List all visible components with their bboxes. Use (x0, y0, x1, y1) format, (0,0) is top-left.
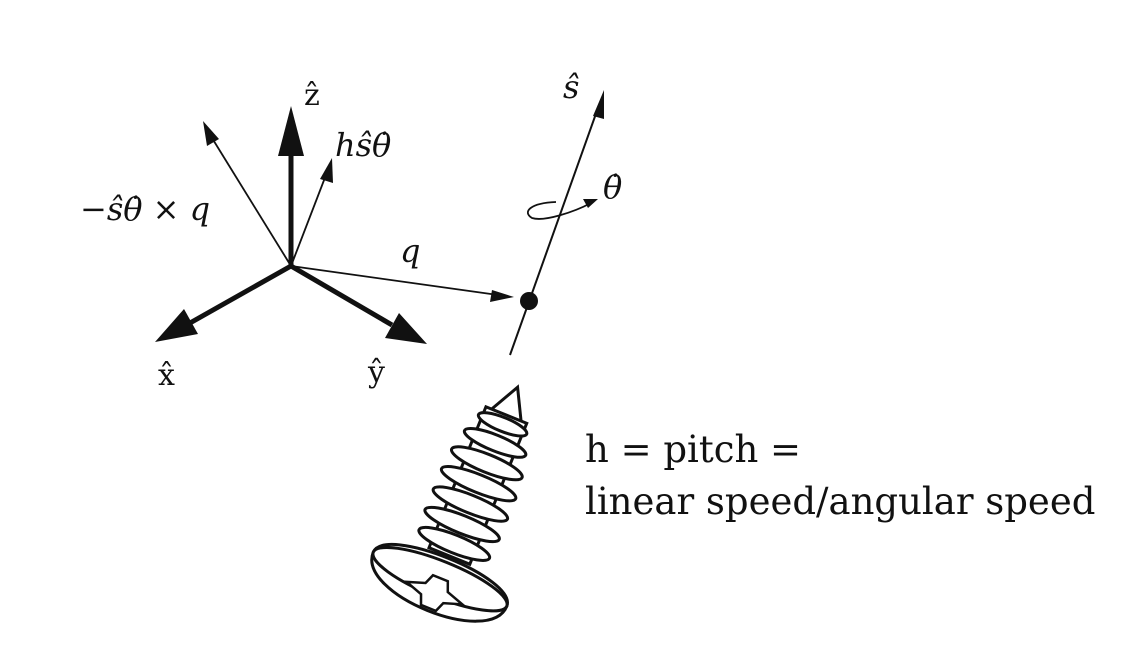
q-arrowhead (490, 290, 514, 302)
axis-point (520, 292, 538, 310)
q-vector (290, 265, 499, 296)
z-axis-label: ẑ (304, 78, 320, 113)
cross-product-vector (211, 137, 292, 267)
screw-axis (509, 90, 604, 356)
labels: ẑ x̂ ŷ ŝ θ̇ q −ŝθ̇ × q hŝθ̇ (80, 68, 622, 393)
q-label: q (400, 232, 420, 270)
x-axis (188, 263, 293, 326)
theta-dot-label: θ̇ (603, 168, 622, 206)
coordinate-frame (155, 106, 514, 344)
caption: h = pitch = linear speed/angular speed (585, 428, 1095, 523)
screw-axis-arrowhead (593, 90, 604, 119)
x-axis-label: x̂ (158, 358, 175, 393)
caption-line-2: linear speed/angular speed (585, 480, 1095, 523)
z-axis-arrowhead (278, 106, 304, 156)
rotation-arrowhead (583, 199, 598, 208)
s-axis-label: ŝ (563, 68, 579, 106)
screw-axis-line (509, 107, 599, 356)
x-axis-arrowhead (155, 309, 198, 342)
y-axis (289, 263, 394, 328)
screw-threads (417, 411, 529, 562)
pitch-vector (290, 174, 327, 267)
screw-icon (370, 384, 529, 623)
y-axis-label: ŷ (367, 355, 385, 390)
cross-product-label: −ŝθ̇ × q (80, 190, 210, 228)
pitch-arrowhead (320, 158, 333, 183)
y-axis-arrowhead (385, 313, 427, 344)
rotation-arrow (526, 201, 592, 220)
cross-product-arrowhead (203, 121, 219, 146)
caption-line-1: h = pitch = (585, 428, 801, 471)
phillips-recess (402, 573, 466, 613)
pitch-vector-label: hŝθ̇ (335, 126, 391, 164)
